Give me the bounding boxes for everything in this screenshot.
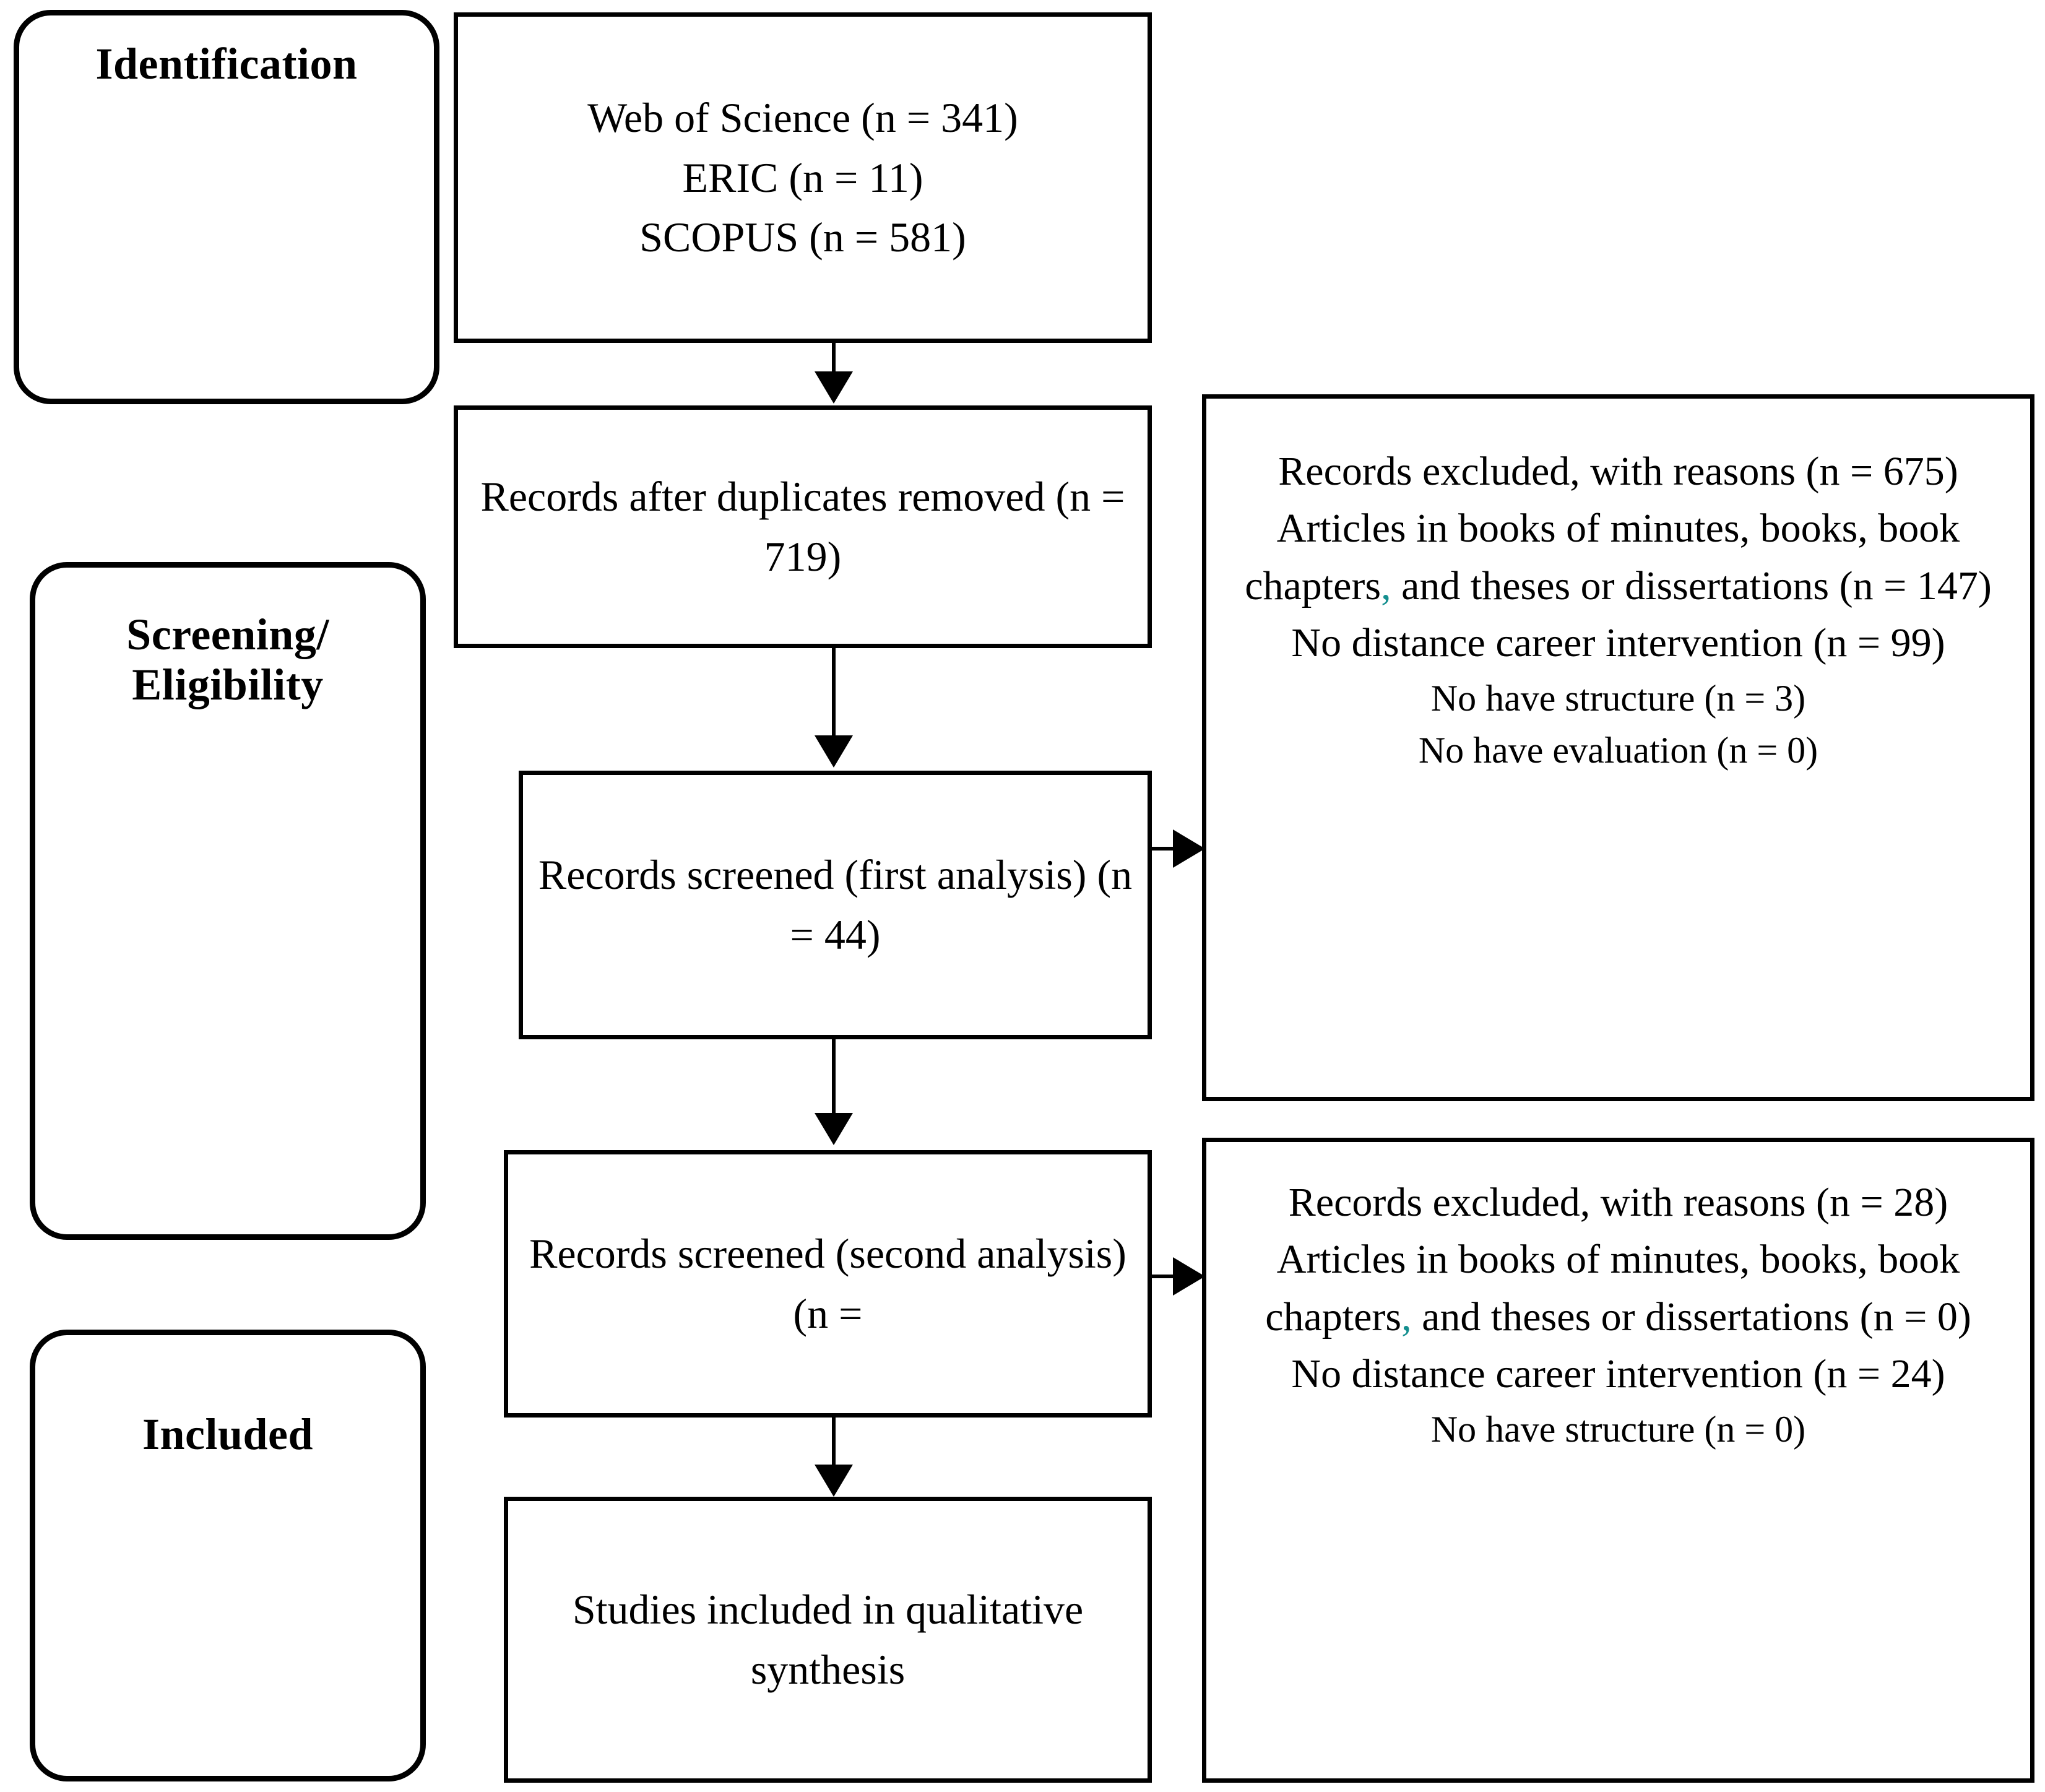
duplicates-removed-text: Records after duplicates removed (n = 71…: [480, 473, 1125, 580]
connector-screened-first-to-second-line: [832, 1039, 836, 1114]
included-studies-text: Studies included in qualitative synthesi…: [572, 1586, 1084, 1693]
included-studies-box: Studies included in qualitative synthesi…: [504, 1497, 1152, 1783]
grammar-annotation-comma: ,: [1401, 1294, 1412, 1340]
exclusion-second-reason-1: Articles in books of minutes, books, boo…: [1265, 1237, 1971, 1340]
exclusion-first-box: Records excluded, with reasons (n = 675)…: [1202, 394, 2034, 1101]
connector-duplicates-to-screened-first-line: [832, 648, 836, 736]
screened-second-text: Records screened (second analysis) (n =: [529, 1230, 1126, 1337]
stage-label-screening-eligibility: Screening/ Eligibility: [126, 610, 329, 709]
stage-label-identification: Identification: [95, 39, 358, 89]
exclusion-first-text: Records excluded, with reasons (n = 675)…: [1206, 399, 2030, 776]
exclusion-first-reason-1: Articles in books of minutes, books, boo…: [1245, 506, 1992, 608]
connector-sources-to-duplicates-line: [832, 343, 836, 374]
stage-label-included: Included: [142, 1409, 314, 1459]
connector-duplicates-to-screened-first-arrow: [815, 735, 853, 768]
exclusion-second-header: Records excluded, with reasons (n = 28): [1288, 1180, 1948, 1225]
stage-box-identification: Identification: [14, 10, 439, 404]
exclusion-second-text: Records excluded, with reasons (n = 28) …: [1206, 1142, 2030, 1455]
sources-text: Web of Science (n = 341) ERIC (n = 11) S…: [587, 94, 1018, 261]
exclusion-second-box: Records excluded, with reasons (n = 28) …: [1202, 1138, 2034, 1783]
sources-box: Web of Science (n = 341) ERIC (n = 11) S…: [454, 12, 1152, 343]
exclusion-second-reason-3: No have structure (n = 0): [1430, 1408, 1806, 1450]
connector-sources-to-duplicates-arrow: [815, 371, 853, 404]
exclusion-second-reason-2: No distance career intervention (n = 24): [1291, 1351, 1945, 1397]
stage-box-screening-eligibility: Screening/ Eligibility: [30, 562, 426, 1240]
exclusion-first-reason-3: No have structure (n = 3): [1430, 677, 1806, 719]
screened-first-text: Records screened (first analysis) (n = 4…: [538, 851, 1133, 958]
exclusion-first-header: Records excluded, with reasons (n = 675): [1278, 449, 1958, 494]
stage-box-included: Included: [30, 1330, 426, 1781]
grammar-annotation-comma: ,: [1381, 563, 1391, 608]
exclusion-first-reason-2: No distance career intervention (n = 99): [1291, 620, 1945, 666]
connector-screened-first-to-second-arrow: [815, 1113, 853, 1145]
connector-screened-second-to-included-arrow: [815, 1465, 853, 1497]
connector-screened-first-to-exclusion-arrow: [1173, 829, 1205, 868]
duplicates-removed-box: Records after duplicates removed (n = 71…: [454, 405, 1152, 648]
exclusion-first-reason-4: No have evaluation (n = 0): [1418, 729, 1818, 771]
connector-screened-second-to-exclusion-arrow: [1173, 1257, 1205, 1296]
connector-screened-second-to-included-line: [832, 1418, 836, 1466]
screened-second-box: Records screened (second analysis) (n =: [504, 1150, 1152, 1418]
screened-first-box: Records screened (first analysis) (n = 4…: [519, 771, 1152, 1039]
